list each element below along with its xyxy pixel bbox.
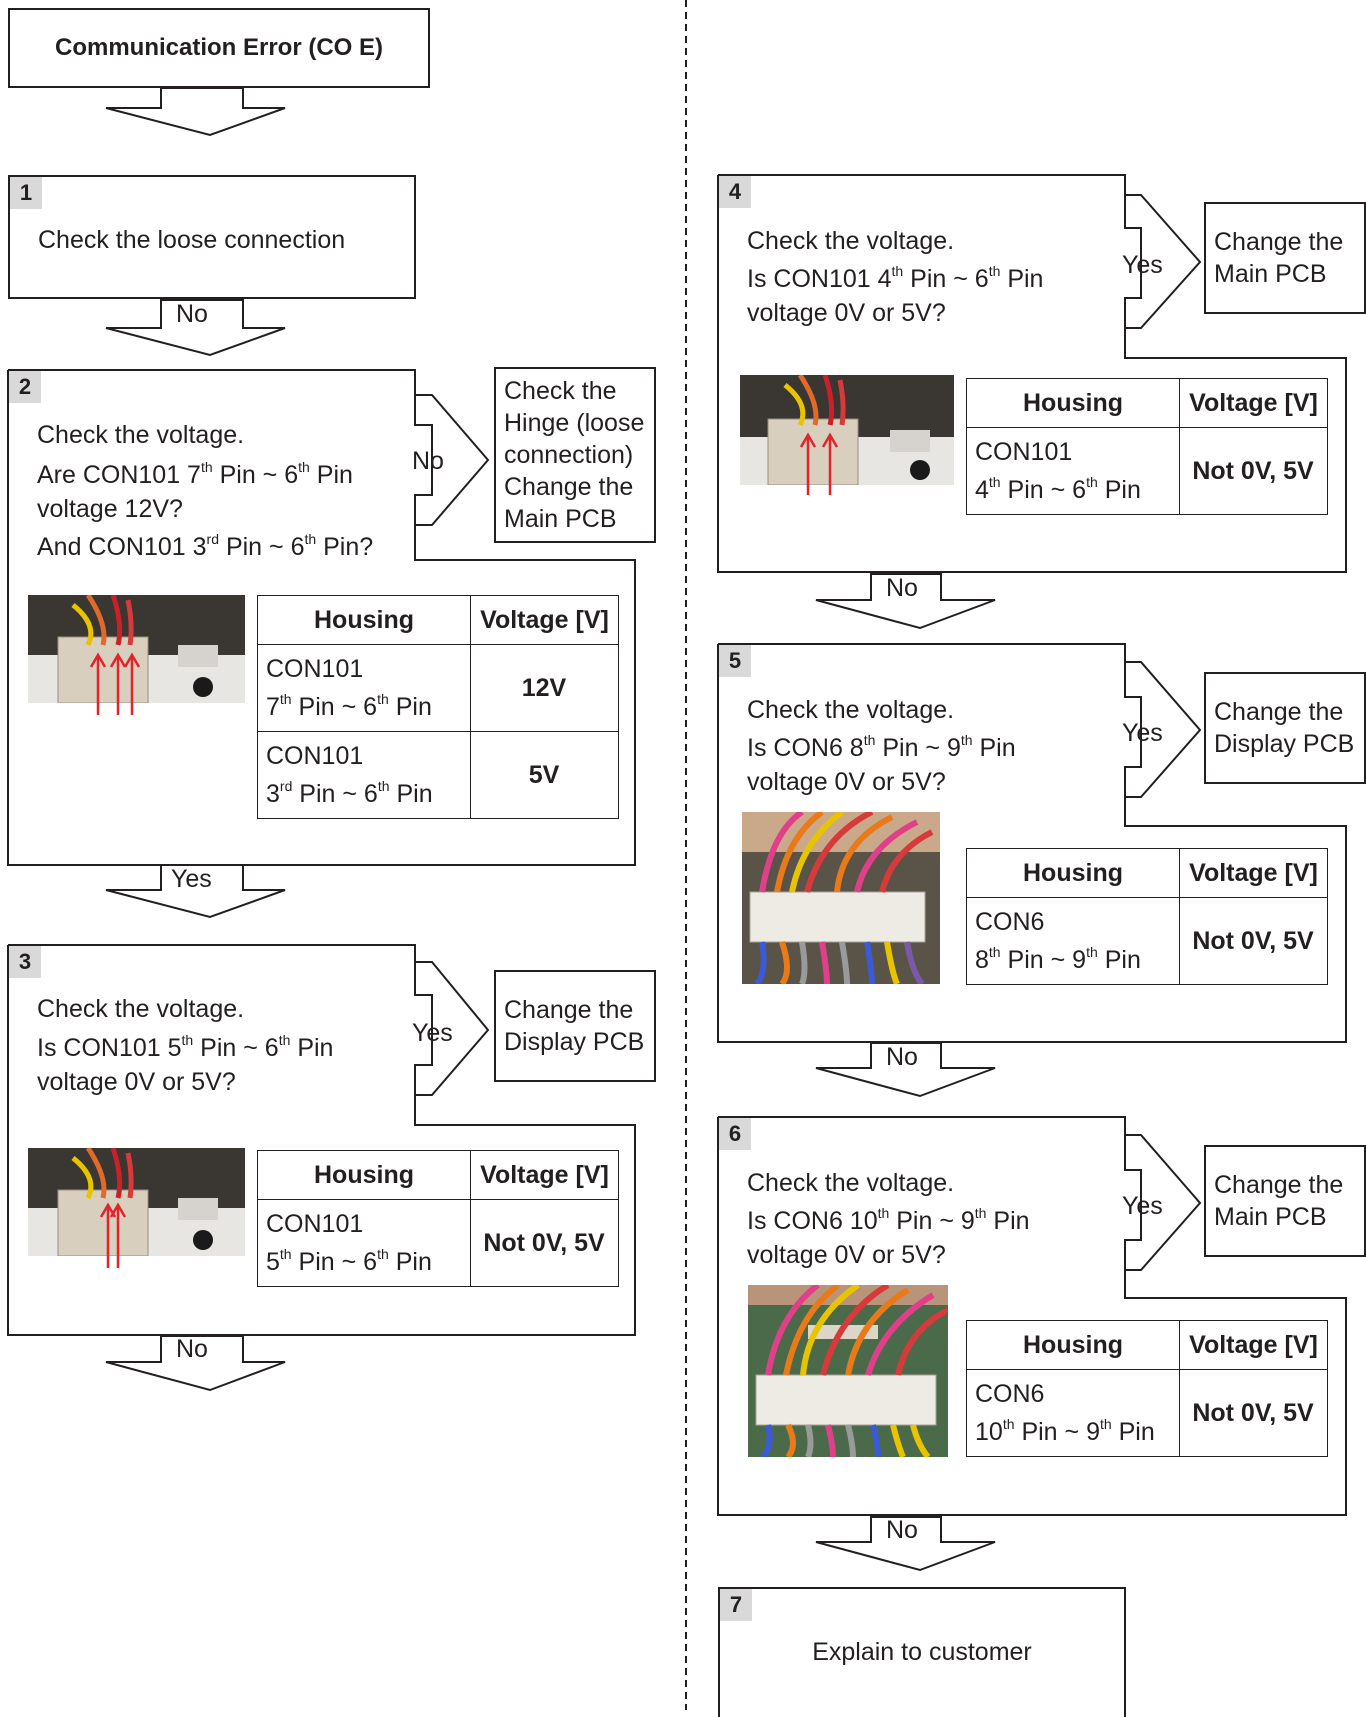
step-text-line: Is CON6 10th Pin ~ 9th Pin xyxy=(747,1205,1030,1235)
step-text-line: Are CON101 7th Pin ~ 6th Pin xyxy=(37,459,353,489)
branch-label: Yes xyxy=(1122,719,1163,747)
voltage-cell: Not 0V, 5V xyxy=(1179,1369,1328,1457)
voltage-cell: Not 0V, 5V xyxy=(470,1199,619,1287)
branch-label: Yes xyxy=(1122,1192,1163,1220)
step-text-line: Is CON6 8th Pin ~ 9th Pin xyxy=(747,732,1016,762)
branch-label: Yes xyxy=(1122,251,1163,279)
voltage-cell: Not 0V, 5V xyxy=(1179,897,1328,985)
step-text-line: Is CON101 5th Pin ~ 6th Pin xyxy=(37,1032,334,1062)
step-text-line: Check the voltage. xyxy=(37,421,245,449)
branch-label: Yes xyxy=(412,1019,453,1047)
col-header: Housing xyxy=(257,595,471,645)
connector-photo xyxy=(28,595,245,703)
result-line: Change the xyxy=(1214,698,1344,726)
flow-label: No xyxy=(886,574,918,602)
result-line: Change the xyxy=(504,996,634,1024)
result-line: Main PCB xyxy=(1214,1203,1327,1231)
connector-photo xyxy=(28,1148,245,1256)
flow-label: Yes xyxy=(171,865,212,893)
step-text-line: Check the voltage. xyxy=(747,696,955,724)
branch-label: No xyxy=(412,447,444,475)
result-box: Change the Display PCB xyxy=(494,970,656,1082)
result-box: Change the Main PCB xyxy=(1204,1145,1366,1257)
voltage-cell: 5V xyxy=(470,731,619,819)
step-text-line: voltage 12V? xyxy=(37,495,183,523)
step-text-line: Is CON101 4th Pin ~ 6th Pin xyxy=(747,263,1044,293)
step-text-line: voltage 0V or 5V? xyxy=(747,768,946,796)
step-text-line: voltage 0V or 5V? xyxy=(747,299,946,327)
step-text: Explain to customer xyxy=(812,1638,1032,1666)
step-text-line: Check the voltage. xyxy=(747,227,955,255)
result-line: Display PCB xyxy=(1214,730,1355,758)
step-number: 1 xyxy=(10,177,42,209)
col-header: Housing xyxy=(966,1320,1180,1370)
result-box: Change the Main PCB xyxy=(1204,202,1366,314)
step-text-line: voltage 0V or 5V? xyxy=(747,1241,946,1269)
step-text-line: And CON101 3rd Pin ~ 6th Pin? xyxy=(37,531,374,561)
step-1-box: 1 Check the loose connection xyxy=(8,175,416,299)
start-title: Communication Error (CO E) xyxy=(54,34,384,61)
flow-label: No xyxy=(886,1043,918,1071)
flow-label: No xyxy=(886,1516,918,1544)
step-text-line: voltage 0V or 5V? xyxy=(37,1068,236,1096)
col-header: Housing xyxy=(966,378,1180,428)
col-header: Voltage [V] xyxy=(1179,378,1328,428)
result-line: Change the xyxy=(1214,228,1344,256)
step-number: 5 xyxy=(719,645,751,677)
result-line: Main PCB xyxy=(1214,260,1327,288)
step-text-line: Check the voltage. xyxy=(747,1169,955,1197)
col-header: Voltage [V] xyxy=(1179,1320,1328,1370)
result-line: Display PCB xyxy=(504,1028,645,1056)
step-number: 4 xyxy=(719,176,751,208)
wire-harness-photo xyxy=(748,1285,948,1457)
step-7-box: 7 Explain to customer xyxy=(718,1587,1126,1717)
start-box: Communication Error (CO E) xyxy=(8,8,430,88)
result-line: Hinge (loose xyxy=(504,409,645,437)
result-box: Check the Hinge (loose connection) Chang… xyxy=(494,367,656,543)
flow-label: No xyxy=(176,1335,208,1363)
result-line: Change the xyxy=(504,473,634,501)
step-number: 7 xyxy=(720,1589,752,1621)
step-text: Check the loose connection xyxy=(38,226,346,254)
col-header: Housing xyxy=(257,1150,471,1200)
result-line: Check the xyxy=(504,377,617,405)
result-line: Change the xyxy=(1214,1171,1344,1199)
col-header: Voltage [V] xyxy=(470,1150,619,1200)
voltage-cell: Not 0V, 5V xyxy=(1179,427,1328,515)
result-box: Change the Display PCB xyxy=(1204,672,1366,784)
step-number: 2 xyxy=(9,371,41,403)
step-number: 3 xyxy=(9,946,41,978)
result-line: Main PCB xyxy=(504,505,617,533)
col-header: Voltage [V] xyxy=(470,595,619,645)
step-number: 6 xyxy=(719,1118,751,1150)
step-text-line: Check the voltage. xyxy=(37,995,245,1023)
connector-photo xyxy=(740,375,954,485)
wire-harness-photo xyxy=(742,812,940,984)
result-line: connection) xyxy=(504,441,634,469)
flow-label: No xyxy=(176,300,208,328)
